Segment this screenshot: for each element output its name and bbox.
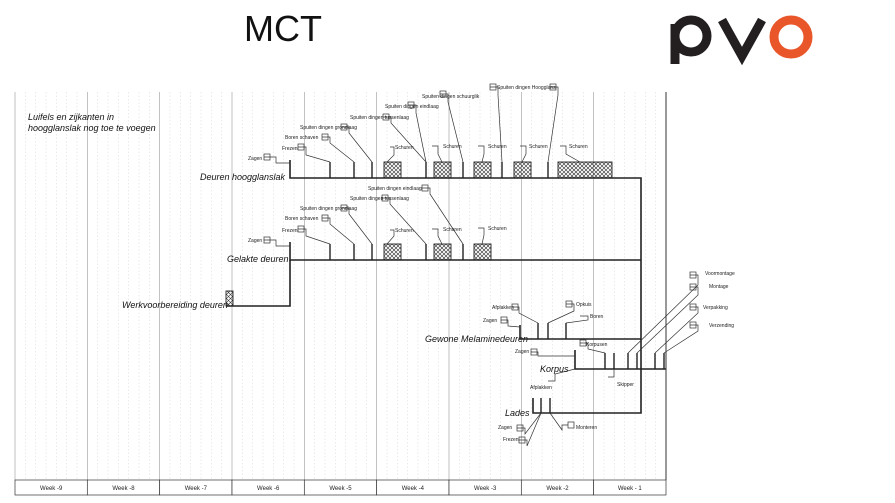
label-lades-frezen: Frezen	[503, 437, 519, 443]
label-hg-frezen: Frezen	[282, 146, 298, 152]
hatch-box	[433, 161, 452, 179]
label-lades-zagen: Zagen	[498, 425, 512, 431]
label-hg-schuren-4: Schuren	[529, 144, 548, 150]
label-gl-schuren-2: Schuren	[443, 227, 462, 233]
label-voormontage: Voormontage	[705, 271, 735, 277]
pvo-logo	[667, 2, 817, 68]
hatch-box	[473, 161, 492, 179]
week-cell	[593, 479, 667, 496]
week-label: Week -2	[546, 486, 569, 492]
label-montage: Montage	[709, 284, 729, 290]
lane-hoogglanslak-line	[289, 160, 642, 370]
gelakt-hatch-boxes	[383, 243, 492, 261]
label-hg-zagen: Zagen	[248, 156, 262, 162]
week-label: Week - 1	[618, 486, 643, 492]
label-hg-schuren-1: Schuren	[395, 145, 414, 151]
label-mel-opkuis: Opkuis	[576, 302, 592, 308]
week-label: Week -9	[40, 486, 63, 492]
label-gl-boren-schaven: Boren schaven	[285, 216, 319, 222]
label-verpakking: Verpakking	[703, 305, 728, 311]
lane-melamine-line	[519, 325, 641, 340]
hatch-box	[225, 290, 234, 307]
lane-melamine-label: Gewone Melaminedeuren	[425, 334, 528, 344]
label-hg-schuren-2: Schuren	[443, 144, 462, 150]
week-label: Week -4	[402, 486, 425, 492]
week-label: Week -7	[185, 486, 208, 492]
label-lades-monteren: Monteren	[576, 425, 597, 431]
lane-gelakt-label: Gelakte deuren	[227, 254, 289, 264]
werkvoorbereiding-hatch-box	[225, 290, 234, 307]
melamine-ticks	[537, 323, 567, 339]
label-mel-zagen: Zagen	[483, 318, 497, 324]
korpus-ticks	[604, 353, 665, 369]
label-hg-schuren-5: Schuren	[569, 144, 588, 150]
week-label: Week -3	[474, 486, 497, 492]
hoogglanslak-ticks	[329, 162, 549, 178]
lane-lades-label: Lades	[505, 408, 530, 418]
week-label: Week -8	[112, 486, 135, 492]
pvo-logo-icon	[670, 15, 813, 66]
lane-korpus-line	[574, 350, 666, 370]
label-korpus-korpusen: Korpusen	[586, 342, 608, 348]
label-korpus-zagen: Zagen	[515, 349, 529, 355]
label-brackets	[263, 83, 697, 444]
lades-ticks	[540, 398, 551, 413]
note-line-2: hoogglanslak nog toe te voegen	[28, 123, 156, 133]
label-mel-afplakken: Afplakken	[492, 305, 514, 311]
label-hg-spuiten-grondlaag: Spuiten dingen grondlaag	[300, 125, 357, 131]
hoogglanslak-hatch-boxes	[383, 161, 613, 179]
lane-gelakt-line	[289, 242, 641, 261]
label-gl-schuren-3: Schuren	[488, 226, 507, 232]
week-label: Week -6	[257, 486, 280, 492]
lane-hoogglanslak-label: Deuren hoogglanslak	[200, 172, 286, 182]
hatch-box	[557, 161, 613, 179]
hatch-box	[513, 161, 532, 179]
label-korpus-skipper: Skipper	[617, 382, 634, 388]
week-axis: Week -9 Week -8 Week -7 Week -6 Week -5 Week …	[14, 479, 667, 496]
label-korpus-afplakken: Afplakken	[530, 385, 552, 391]
gelakt-ticks	[329, 244, 464, 260]
note-line-1: Luifels en zijkanten in	[28, 112, 114, 122]
week-label: Week -5	[329, 486, 352, 492]
label-gl-frezen: Frezen	[282, 228, 298, 234]
lane-korpus-label: Korpus	[540, 364, 569, 374]
label-hg-boren-schaven: Boren schaven	[285, 135, 319, 141]
page-title: MCT	[244, 8, 322, 49]
hatch-box	[473, 243, 492, 261]
label-hg-spuiten-schuurglik: Spuiten dingen schuurglik	[422, 94, 480, 100]
hatch-box	[383, 243, 402, 261]
lane-werkvoorbereiding-label: Werkvoorbereiding deuren	[122, 300, 228, 310]
label-hg-spuiten-hoogglans: Spuiten dingen Hoogglans	[497, 85, 556, 91]
label-hg-schuren-3: Schuren	[488, 144, 507, 150]
callout-labels: Zagen Frezen Boren schaven Spuiten dinge…	[248, 85, 735, 443]
label-gl-spuiten-grondlaag: Spuiten dingen grondlaag	[300, 206, 357, 212]
label-hg-spuiten-eindlaag: Spuiten dingen eindlaag	[385, 104, 439, 110]
lane-werkvoorbereiding-line	[226, 260, 291, 307]
callout-lines	[264, 86, 699, 447]
hatch-box	[383, 161, 402, 179]
label-gl-spuiten-eindlaag: Spuiten dingen eindlaag	[368, 186, 422, 192]
label-gl-schuren-1: Schuren	[395, 228, 414, 234]
label-mel-boren: Boren	[590, 314, 604, 320]
label-hg-spuiten-tussenlaag: Spuiten dingen tussenlaag	[350, 115, 409, 121]
label-gl-spuiten-tussenlaag: Spuiten dingen tussenlaag	[350, 196, 409, 202]
label-verzending: Verzending	[709, 323, 734, 329]
label-gl-zagen: Zagen	[248, 238, 262, 244]
hatch-box	[433, 243, 452, 261]
lane-lades-line	[532, 370, 642, 414]
week-grid	[14, 92, 667, 480]
